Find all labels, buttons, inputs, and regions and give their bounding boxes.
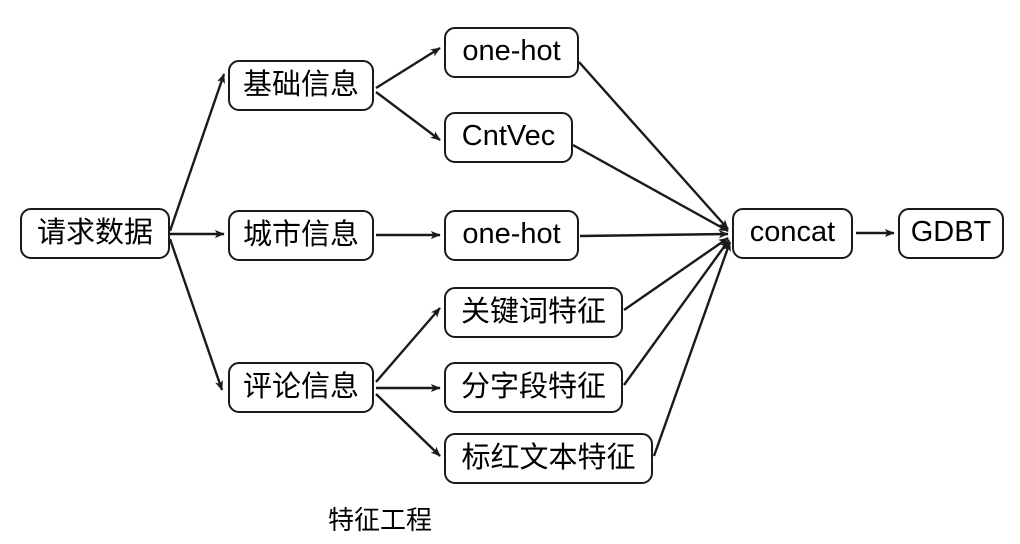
node-label-gdbt: GDBT	[910, 216, 992, 248]
node-onehot2[interactable]: one-hot	[444, 210, 579, 261]
edge-fieldseg-to-concat	[623, 239, 730, 386]
edge-comment-to-keyword	[375, 307, 441, 383]
node-concat[interactable]: concat	[732, 208, 853, 259]
node-label-cntvec: CntVec	[461, 120, 556, 152]
node-city[interactable]: 城市信息	[228, 210, 374, 261]
node-label-concat: concat	[749, 216, 836, 248]
node-basic[interactable]: 基础信息	[228, 60, 374, 111]
edge-comment-to-redtext	[375, 393, 441, 457]
edge-cntvec-to-concat	[572, 143, 729, 233]
node-comment[interactable]: 评论信息	[228, 362, 374, 413]
node-fieldseg[interactable]: 分字段特征	[444, 362, 623, 413]
edge-redtext-to-concat	[652, 241, 732, 457]
node-label-fieldseg: 分字段特征	[460, 369, 606, 403]
edge-basic-to-onehot1	[375, 46, 441, 90]
node-label-request: 请求数据	[36, 215, 153, 249]
edge-request-to-basic	[168, 73, 226, 232]
caption-text: 特征工程	[327, 506, 432, 536]
edge-onehot1-to-concat	[578, 61, 729, 230]
node-label-onehot1: one-hot	[462, 35, 561, 67]
edge-keyword-to-concat	[623, 237, 729, 311]
node-gdbt[interactable]: GDBT	[898, 208, 1004, 259]
node-label-basic: 基础信息	[242, 67, 359, 101]
edge-request-to-comment	[168, 238, 224, 391]
node-label-city: 城市信息	[242, 217, 359, 251]
node-request[interactable]: 请求数据	[20, 208, 170, 259]
diagram-caption: 特征工程	[0, 500, 1020, 537]
node-label-comment: 评论信息	[242, 369, 359, 403]
node-redtext[interactable]: 标红文本特征	[444, 433, 653, 484]
node-label-onehot2: one-hot	[462, 218, 561, 250]
node-label-redtext: 标红文本特征	[461, 440, 636, 474]
node-cntvec[interactable]: CntVec	[444, 112, 573, 163]
node-keyword[interactable]: 关键词特征	[444, 287, 623, 338]
edge-onehot2-to-concat	[579, 230, 729, 239]
edge-basic-to-cntvec	[375, 91, 441, 141]
node-onehot1[interactable]: one-hot	[444, 27, 579, 78]
node-label-keyword: 关键词特征	[460, 294, 606, 328]
